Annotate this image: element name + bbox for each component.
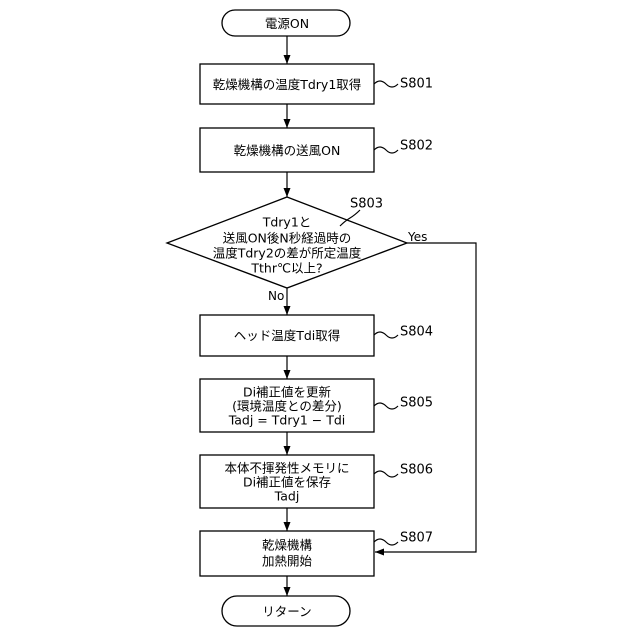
step-id-s806: S806 (400, 463, 433, 478)
s803-text-line-3: 温度Tdry2の差が所定温度 (213, 246, 362, 261)
leader-s807 (374, 539, 398, 545)
s805-text-line-1: Di補正値を更新 (243, 385, 331, 400)
s806-text-line-1: 本体不揮発性メモリに (224, 461, 349, 476)
yes-label: Yes (407, 230, 427, 244)
s802-text: 乾燥機構の送風ON (234, 143, 341, 158)
s803-text-line-4: Tthr℃以上? (250, 261, 322, 276)
s805-text-line-2: (環境温度との差分) (232, 399, 342, 414)
end-label: リターン (262, 604, 311, 619)
s806-text-line-3: Tadj (274, 489, 300, 504)
leader-s802 (374, 147, 398, 153)
s806-text-line-2: Di補正値を保存 (243, 475, 331, 490)
s803-text-line-1: Tdry1と (262, 215, 312, 230)
step-id-s807: S807 (400, 531, 433, 546)
s803-text-line-2: 送風ON後N秒経過時の (223, 231, 352, 246)
step-id-s805: S805 (400, 396, 433, 411)
step-id-s803: S803 (350, 197, 383, 212)
s801-text: 乾燥機構の温度Tdry1取得 (213, 77, 362, 92)
step-id-s802: S802 (400, 139, 433, 154)
s807-text-line-1: 乾燥機構 (262, 538, 313, 553)
s805-text-line-3: Tadj = Tdry1 − Tdi (228, 413, 346, 428)
start-label: 電源ON (265, 16, 309, 31)
leader-s804 (374, 332, 398, 338)
no-label: No (268, 289, 284, 303)
step-id-s801: S801 (400, 77, 433, 92)
leader-s801 (374, 81, 398, 87)
s804-text: ヘッド温度Tdi取得 (234, 328, 341, 343)
leader-s805 (374, 403, 398, 409)
step-id-s804: S804 (400, 325, 433, 340)
s807-text-line-2: 加熱開始 (262, 554, 313, 569)
leader-s806 (374, 471, 398, 477)
